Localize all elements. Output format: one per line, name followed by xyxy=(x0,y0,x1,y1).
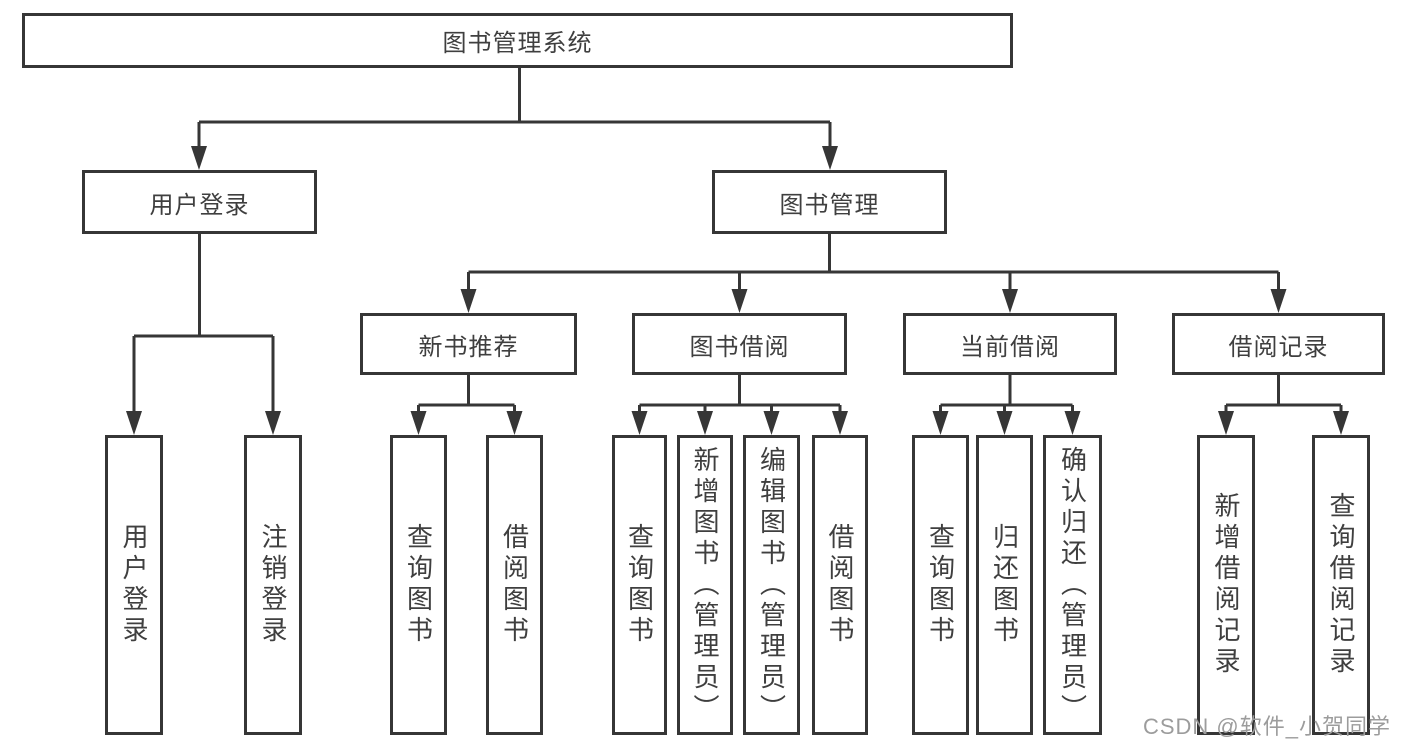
node-book-borrowing: 图书借阅 xyxy=(632,313,847,375)
leaf-rec-query-books: 查询图书 xyxy=(390,435,447,735)
leaf-br-query-record: 查询借阅记录 xyxy=(1312,435,1370,735)
node-borrowing-records: 借阅记录 xyxy=(1172,313,1385,375)
node-book-management: 图书管理 xyxy=(712,170,947,234)
leaf-bb-query-books: 查询图书 xyxy=(612,435,667,735)
leaf-logout: 注销登录 xyxy=(244,435,302,735)
leaf-cb-return-books: 归还图书 xyxy=(976,435,1033,735)
leaf-user-login: 用户登录 xyxy=(105,435,163,735)
node-new-book-recommendation: 新书推荐 xyxy=(360,313,577,375)
leaf-cb-query-books: 查询图书 xyxy=(912,435,969,735)
leaf-br-add-record: 新增借阅记录 xyxy=(1197,435,1255,735)
leaf-bb-edit-books-admin: 编辑图书（管理员） xyxy=(743,435,800,735)
leaf-bb-add-books-admin: 新增图书（管理员） xyxy=(677,435,733,735)
node-user-login: 用户登录 xyxy=(82,170,317,234)
leaf-bb-borrow-books: 借阅图书 xyxy=(812,435,868,735)
node-library-management-system: 图书管理系统 xyxy=(22,13,1013,68)
csdn-watermark: CSDN @软件_小贺同学 xyxy=(1142,714,1391,739)
arrowhead-icons xyxy=(126,146,1349,435)
node-current-borrowing: 当前借阅 xyxy=(903,313,1117,375)
leaf-cb-confirm-return-admin: 确认归还（管理员） xyxy=(1043,435,1102,735)
leaf-rec-borrow-books: 借阅图书 xyxy=(486,435,543,735)
